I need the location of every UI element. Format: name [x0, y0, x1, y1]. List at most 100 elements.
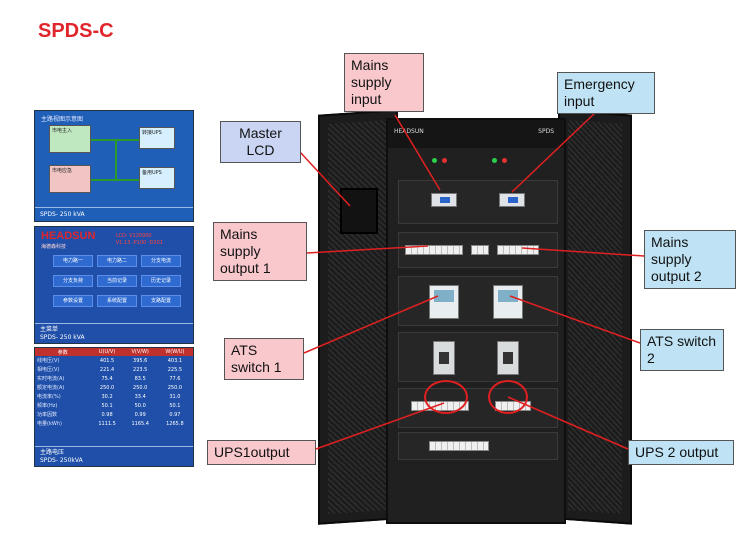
cabinet-model-badge: SPDS [538, 128, 554, 135]
table-header-cell: W(W/U) [156, 348, 193, 356]
ats-switch-2[interactable] [497, 341, 519, 375]
callout-mains-supply-input: Mains supply input [344, 53, 424, 112]
lcd-block-label: 转接UPS [142, 130, 162, 136]
callout-mains-supply-output-1: Mains supply output 1 [213, 222, 307, 281]
callout-ats-switch-1: ATS switch 1 [224, 338, 304, 380]
input-shelf [398, 180, 558, 224]
table-cell: 401.5 [99, 357, 115, 364]
callout-ats-switch-2: ATS switch 2 [640, 329, 724, 371]
table-header-cell: V(V/W) [123, 348, 157, 356]
cabinet-body: HEADSUN SPDS [386, 118, 566, 524]
terminal-strip [471, 245, 489, 255]
lcd-block-mains: 市电主入 [49, 125, 91, 153]
cabinet-logo: HEADSUN [394, 128, 424, 135]
lcd-brand-logo: HEADSUN [41, 230, 96, 242]
output-shelf [398, 232, 558, 268]
lcd-menu-button[interactable]: 分支负荷 [53, 275, 93, 287]
table-row: 功率因数 0.98 0.99 0.97 [35, 410, 193, 419]
lcd-block-emergency: 市电应急 [49, 165, 91, 193]
lcd-diagram-footer: SPDS- 250 kVA [35, 207, 193, 221]
lcd-menu-panel: HEADSUN 海德森科技 LCD: V120000 V1.13 -P100 -… [34, 226, 194, 344]
table-cell: 电量(kWh) [37, 421, 62, 427]
lcd-diagram-header: 主路视图示意图 [41, 116, 84, 123]
callout-emergency-input: Emergency input [557, 72, 655, 114]
table-cell: 223.5 [133, 366, 148, 373]
ats-switch-shelf [398, 332, 558, 382]
lcd-block-label: 市电应急 [52, 168, 73, 174]
indicator-light-icon [442, 158, 447, 163]
table-cell: 实时电流(A) [37, 376, 65, 382]
table-cell: 50.0 [134, 402, 146, 409]
table-cell: 1265.8 [166, 420, 184, 427]
master-lcd-box [340, 188, 378, 234]
table-cell: 频率(Hz) [37, 403, 58, 409]
ups2-highlight-circle [488, 380, 528, 414]
lcd-menu-button[interactable]: 历史记录 [141, 275, 181, 287]
lcd-menu-button[interactable]: 电力路二 [97, 255, 137, 267]
mains-input-breaker[interactable] [431, 193, 457, 207]
lcd-menu-button[interactable]: 电力路一 [53, 255, 93, 267]
table-cell: 225.5 [167, 366, 183, 373]
table-cell: 1165.4 [131, 420, 149, 427]
table-cell: 33.4 [134, 393, 146, 400]
lcd-table-footer-title: 主路电压 [40, 449, 65, 456]
lcd-wire [115, 139, 117, 179]
table-header-row: 参数 U(U/V) V(V/W) W(W/U) [35, 348, 193, 356]
table-cell: 30.2 [101, 393, 113, 400]
table-cell: 功率因数 [37, 412, 58, 418]
table-cell: 额定电流(A) [37, 385, 65, 391]
cabinet-right-door [558, 109, 632, 525]
table-cell: 250.0 [167, 384, 183, 391]
table-cell: 0.97 [169, 411, 181, 418]
table-cell: 221.4 [99, 366, 115, 373]
lcd-table-panel: 参数 U(U/V) V(V/W) W(W/U) 线电压(V) 401.5 395.6… [34, 347, 194, 467]
callout-mains-supply-output-2: Mains supply output 2 [644, 230, 736, 289]
mains-output-1-strip [405, 245, 463, 255]
table-cell: 0.98 [101, 411, 113, 418]
lcd-menu-button[interactable]: 支路配置 [141, 295, 181, 307]
table-cell: 395.6 [133, 357, 148, 364]
lcd-version: LCD: V120000 V1.13 -P100 -D201 [116, 233, 163, 247]
ups1-highlight-circle [424, 380, 468, 414]
terminal-strip [429, 441, 489, 451]
cabinet-top-panel: HEADSUN SPDS [388, 120, 564, 148]
mains-output-2-strip [497, 245, 539, 255]
emergency-input-breaker[interactable] [499, 193, 525, 207]
lcd-menu-footer-title: 主菜单 [40, 326, 59, 333]
lcd-menu-button[interactable]: 当前记录 [97, 275, 137, 287]
lcd-block-ups-main: 转接UPS [139, 127, 175, 149]
ats-2-controller[interactable] [493, 285, 523, 319]
lcd-diagram-panel: 主路视图示意图 市电主入 市电应急 转接UPS 备用UPS SPDS- 250 … [34, 110, 194, 222]
table-cell: 250.0 [99, 384, 115, 391]
ats-1-controller[interactable] [429, 285, 459, 319]
page-title: SPDS-C [38, 20, 114, 42]
indicator-light-icon [432, 158, 437, 163]
table-cell: 线电压(V) [37, 358, 60, 364]
lcd-menu-button[interactable]: 系统配置 [97, 295, 137, 307]
lcd-brand-sub: 海德森科技 [41, 244, 67, 250]
table-cell: 0.99 [134, 411, 146, 418]
lcd-version-line2: V1.13 -P100 -D201 [115, 240, 163, 246]
bottom-shelf [398, 432, 558, 460]
ats-switch-1[interactable] [433, 341, 455, 375]
lcd-table-footer-model: SPDS- 250kVA [40, 457, 83, 464]
lcd-menu-footer-model: SPDS- 250 kVA [40, 334, 85, 341]
table-cell: 77.6 [169, 375, 181, 382]
lcd-menu-footer: 主菜单 SPDS- 250 kVA [35, 323, 193, 343]
lcd-wire [91, 179, 139, 181]
ats-controller-shelf [398, 276, 558, 326]
table-header-cell: U(U/V) [90, 348, 124, 356]
lcd-data-table: 参数 U(U/V) V(V/W) W(W/U) 线电压(V) 401.5 395.6… [35, 348, 193, 428]
callout-ups2-output: UPS 2 output [628, 440, 734, 465]
lcd-menu-button[interactable]: 参数设置 [53, 295, 93, 307]
table-cell: 相电压(V) [37, 367, 60, 373]
table-cell: 50.1 [169, 402, 181, 409]
table-cell: 50.1 [101, 402, 113, 409]
lcd-table-footer: 主路电压 SPDS- 250kVA [35, 446, 193, 466]
lcd-menu-button[interactable]: 分支电流 [141, 255, 181, 267]
lcd-version-line1: LCD: V120000 [115, 233, 152, 239]
